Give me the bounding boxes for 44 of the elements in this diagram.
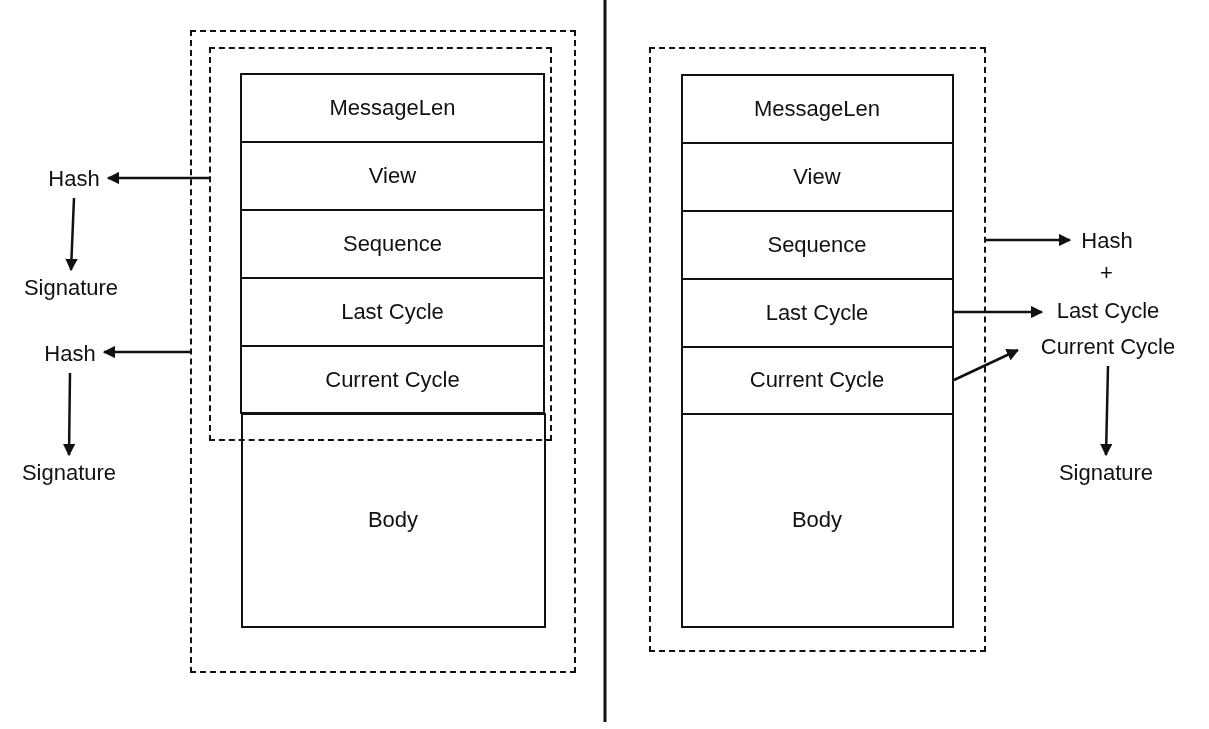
field-name: Current Cycle bbox=[325, 368, 460, 391]
field-cell bbox=[240, 277, 545, 347]
arrow bbox=[62, 373, 76, 457]
field-cell bbox=[680, 209, 954, 280]
field-cell bbox=[240, 345, 545, 414]
field-name: Last Cycle bbox=[341, 301, 444, 323]
field-cell bbox=[680, 345, 954, 415]
dashed-frame bbox=[190, 30, 576, 673]
field-name: Current Cycle bbox=[749, 369, 885, 391]
arrow bbox=[1100, 365, 1113, 457]
step-label: Signature bbox=[21, 462, 117, 484]
field-cell bbox=[680, 73, 954, 144]
field-cell bbox=[240, 73, 545, 143]
step-label: Signature bbox=[23, 277, 119, 299]
field-cell bbox=[680, 277, 954, 348]
step-label: Last Cycle bbox=[1056, 300, 1160, 322]
field-cell bbox=[240, 141, 545, 211]
step-label: Signature bbox=[1058, 462, 1154, 484]
field-cell bbox=[680, 412, 954, 628]
field-name: Body bbox=[367, 509, 419, 531]
arrow bbox=[106, 171, 209, 185]
arrow bbox=[986, 233, 1072, 247]
field-name: Last Cycle bbox=[765, 301, 869, 324]
field-cell bbox=[680, 141, 954, 212]
plus-sign: + bbox=[1100, 262, 1113, 284]
field-name: MessageLen bbox=[754, 97, 880, 120]
dashed-frame bbox=[649, 47, 986, 652]
step-label: Hash bbox=[48, 168, 100, 190]
field-name: View bbox=[793, 165, 841, 188]
arrow bbox=[65, 197, 78, 272]
field-name: MessageLen bbox=[329, 97, 456, 119]
field-cell bbox=[240, 412, 546, 628]
step-label: Hash bbox=[44, 343, 96, 365]
step-label: Current Cycle bbox=[1040, 336, 1176, 358]
dashed-frame bbox=[208, 46, 552, 441]
field-name: Sequence bbox=[342, 233, 443, 255]
field-cell bbox=[240, 209, 545, 279]
arrow bbox=[953, 348, 1020, 382]
step-label: Hash bbox=[1081, 230, 1133, 252]
field-name: Sequence bbox=[767, 233, 867, 256]
field-name: Body bbox=[791, 509, 843, 531]
arrow bbox=[102, 345, 190, 359]
arrow bbox=[954, 305, 1044, 319]
field-name: View bbox=[368, 165, 417, 187]
